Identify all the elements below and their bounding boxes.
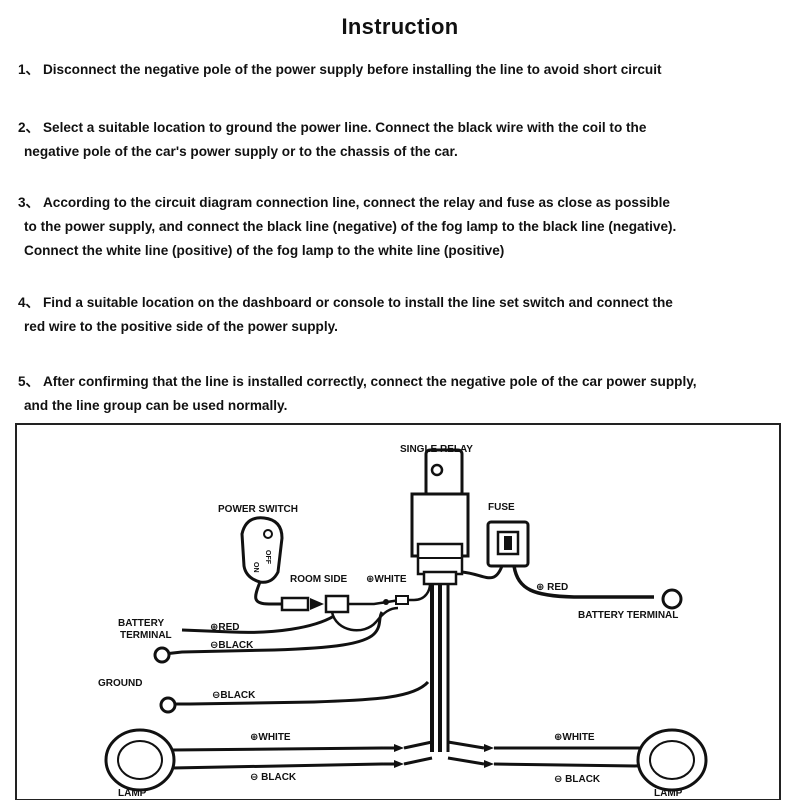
white-wire-label-lamp-left: ⊕WHITE: [250, 732, 291, 743]
battery-terminal-left-label-2: TERMINAL: [120, 630, 172, 641]
step-text-line: and the line group can be used normally.: [24, 398, 288, 413]
step-text-line: Connect the white line (positive) of the…: [24, 243, 505, 258]
step-text-line: Disconnect the negative pole of the powe…: [42, 62, 662, 77]
black-wire-label-left: ⊖BLACK: [210, 640, 254, 651]
red-wire-label-right: ⊕ RED: [536, 582, 568, 593]
black-wire-label-lamp-right: ⊖ BLACK: [554, 774, 601, 785]
step-number: 4、: [18, 295, 40, 310]
step-number: 1、: [18, 62, 40, 77]
step-text-line: Select a suitable location to ground the…: [42, 120, 647, 135]
fuse-label: FUSE: [488, 502, 515, 513]
ring-terminal-icon: [153, 646, 171, 664]
instruction-step-3: 3、 According to the circuit diagram conn…: [18, 191, 798, 263]
step-text-line: red wire to the positive side of the pow…: [24, 319, 338, 334]
step-text-line: to the power supply, and connect the bla…: [24, 219, 677, 234]
fuse-icon: [486, 520, 530, 568]
ring-terminal-icon: [159, 696, 177, 714]
wiring-diagram: ON OFF SINGLE RELAY FUSE POWER SWITCH RO…: [14, 422, 784, 801]
lamp-right-icon: [636, 728, 708, 792]
power-switch-label: POWER SWITCH: [218, 504, 298, 515]
step-text-line: negative pole of the car's power supply …: [24, 144, 458, 159]
step-text-line: According to the circuit diagram connect…: [42, 195, 670, 210]
step-number: 5、: [18, 374, 40, 389]
step-text-line: Find a suitable location on the dashboar…: [42, 295, 673, 310]
battery-terminal-left-label-1: BATTERY: [118, 618, 164, 629]
ring-terminal-icon: [661, 588, 683, 610]
step-number: 2、: [18, 120, 40, 135]
switch-off-label: OFF: [264, 550, 271, 565]
instruction-step-1: 1、 Disconnect the negative pole of the p…: [18, 58, 798, 82]
room-side-label: ROOM SIDE: [290, 574, 348, 585]
step-number: 3、: [18, 195, 40, 210]
ground-label: GROUND: [98, 678, 142, 689]
instruction-step-5: 5、 After confirming that the line is ins…: [18, 370, 798, 418]
instruction-step-4: 4、 Find a suitable location on the dashb…: [18, 291, 798, 339]
switch-on-label: ON: [252, 562, 259, 573]
wiring-diagram-svg: ON OFF SINGLE RELAY FUSE POWER SWITCH RO…: [15, 423, 781, 801]
white-wire-label-top: ⊕WHITE: [366, 574, 407, 585]
step-text-line: After confirming that the line is instal…: [42, 374, 697, 389]
lamp-left-icon: [104, 728, 176, 792]
black-ground-label: ⊖BLACK: [212, 690, 256, 701]
power-switch-icon: ON OFF: [240, 516, 284, 584]
relay-icon: [410, 448, 470, 586]
page-title: Instruction: [341, 14, 459, 39]
red-wire-label-left: ⊕RED: [210, 622, 240, 633]
black-wire-label-lamp-left: ⊖ BLACK: [250, 772, 297, 783]
lamp-left-label: LAMP: [118, 788, 147, 799]
white-wire-label-lamp-right: ⊕WHITE: [554, 732, 595, 743]
instruction-step-2: 2、 Select a suitable location to ground …: [18, 116, 798, 164]
lamp-right-label: LAMP: [654, 788, 683, 799]
single-relay-label: SINGLE RELAY: [400, 444, 473, 455]
battery-terminal-right-label: BATTERY TERMINAL: [578, 610, 678, 621]
